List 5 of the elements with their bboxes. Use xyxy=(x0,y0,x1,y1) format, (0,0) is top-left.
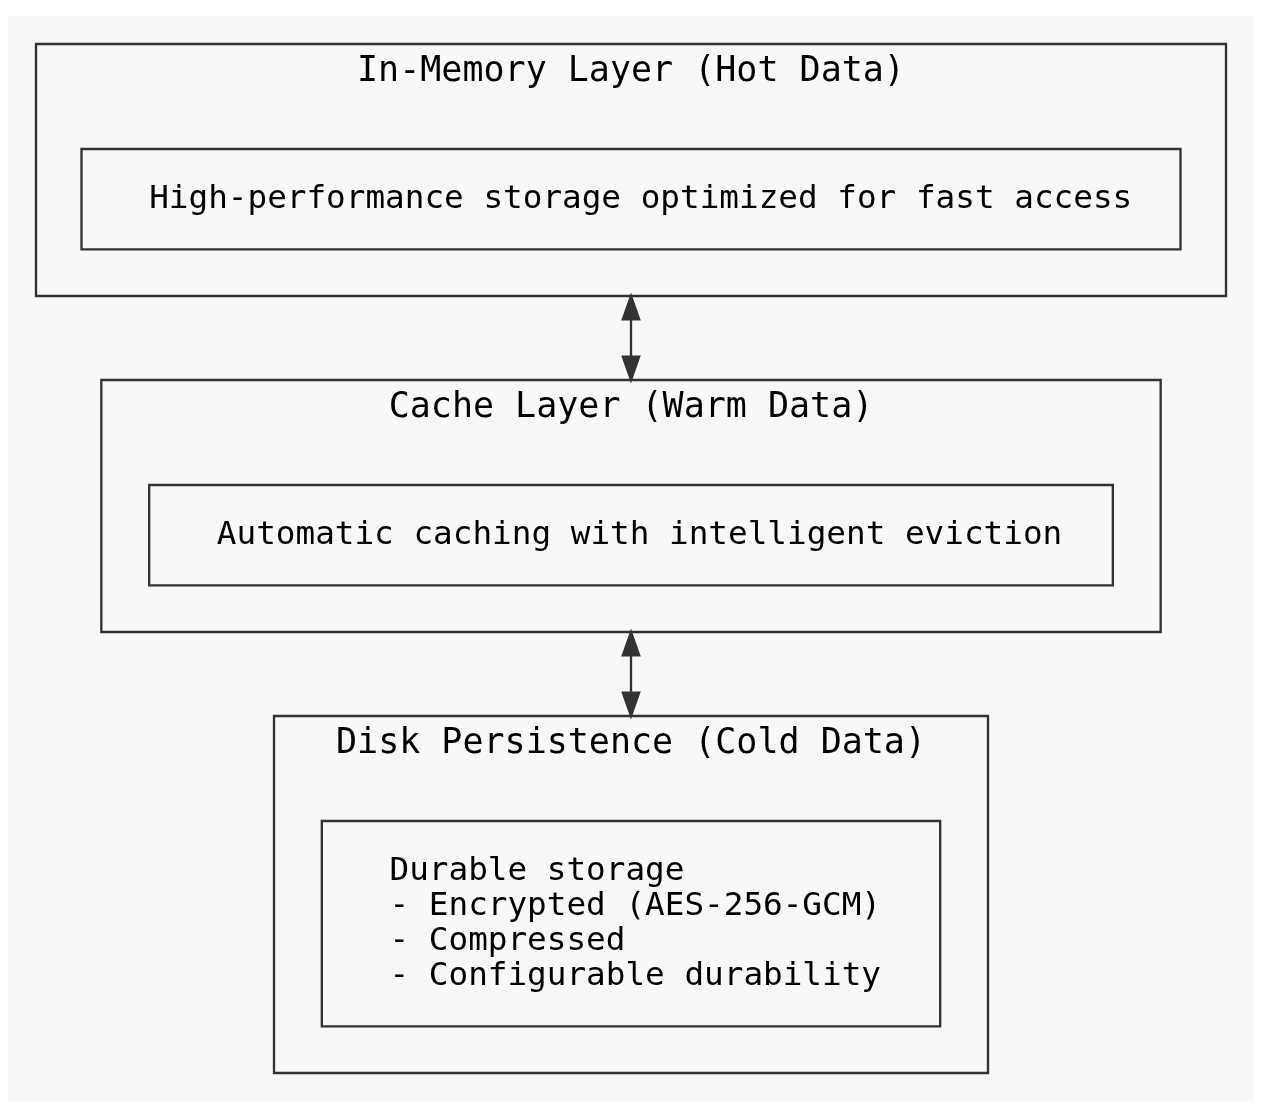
node-box: Automatic caching with intelligent eviction xyxy=(148,483,1114,587)
node-box: Durable storage - Encrypted (AES-256-GCM) - Compressed - Configurable durability xyxy=(320,819,942,1028)
arrow xyxy=(621,628,641,720)
arrow xyxy=(621,292,641,384)
node-box: High-performance storage optimized for fast access xyxy=(80,147,1182,251)
